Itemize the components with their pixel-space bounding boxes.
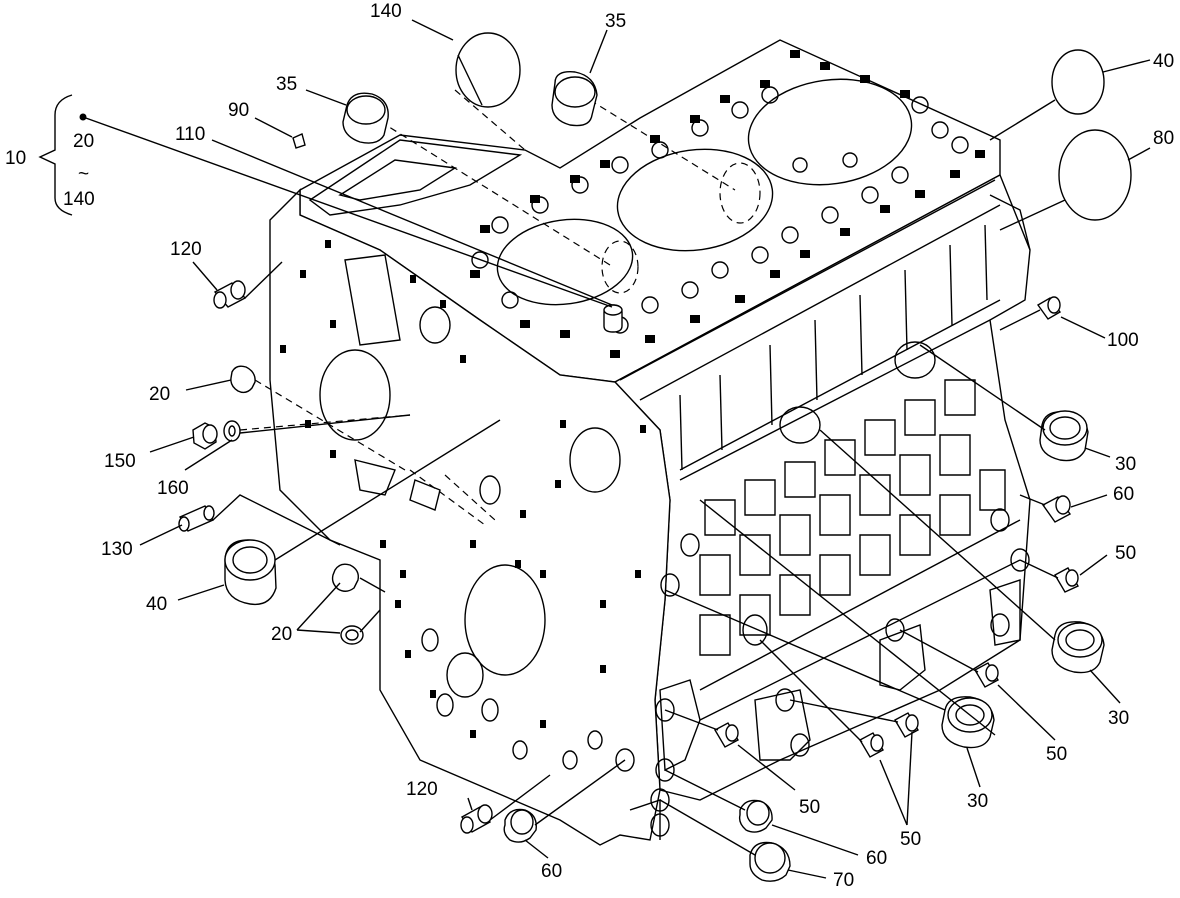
part-80-cover xyxy=(1058,129,1132,221)
part-90-pin xyxy=(292,133,306,149)
part-20-plugs-low xyxy=(331,563,364,645)
part-20-plug-mid xyxy=(230,365,256,394)
part-40-plug-top xyxy=(1051,49,1105,115)
callout-35-left: 35 xyxy=(276,74,297,95)
part-70-plug xyxy=(749,841,791,882)
part-110-dowel xyxy=(603,304,623,333)
deck-holes xyxy=(470,50,985,358)
part-60-plug-low-right xyxy=(738,799,773,833)
callout-60-upper: 60 xyxy=(1113,484,1134,505)
callout-20-mid: 20 xyxy=(149,384,170,405)
dashed-guide-lines xyxy=(239,89,736,526)
callout-110: 110 xyxy=(175,124,205,145)
part-130-pin xyxy=(178,505,215,532)
callout-60-low-right: 60 xyxy=(866,848,887,869)
callout-20-range: 20 xyxy=(73,131,94,152)
crankcase-lattice xyxy=(699,379,1006,656)
crankcase-lower xyxy=(615,341,1030,840)
callout-30-upper: 30 xyxy=(1115,454,1136,475)
callout-160: 160 xyxy=(157,478,189,499)
assembly-axis-lines xyxy=(212,99,1066,856)
callout-140-top: 140 xyxy=(370,1,402,22)
callout-70: 70 xyxy=(833,870,854,891)
callout-50-d: 50 xyxy=(900,829,921,850)
callout-50-c: 50 xyxy=(799,797,820,818)
front-face-openings xyxy=(280,240,646,770)
callout-120-top: 120 xyxy=(170,239,202,260)
part-30-seal-low xyxy=(941,696,995,749)
cylinder-bores xyxy=(496,78,913,306)
leader-lines xyxy=(38,19,1151,879)
part-120-plug-top xyxy=(213,280,247,309)
part-50-plug-c xyxy=(859,712,919,758)
callout-40-low: 40 xyxy=(146,594,167,615)
callout-120-low: 120 xyxy=(406,779,438,800)
callout-30-low: 30 xyxy=(967,791,988,812)
callout-80: 80 xyxy=(1153,128,1174,149)
callout-20-low: 20 xyxy=(271,624,292,645)
callout-50-a: 50 xyxy=(1115,543,1136,564)
front-bracket xyxy=(308,139,523,216)
part-30-seal-mid xyxy=(1051,621,1105,674)
parts xyxy=(79,32,1132,882)
callout-150: 150 xyxy=(104,451,136,472)
part-40-seal-low xyxy=(224,539,277,606)
part-35-plug-left xyxy=(342,92,389,144)
part-160-washer xyxy=(223,420,241,442)
part-30-seal-upper xyxy=(1039,410,1089,462)
callout-60-low-left: 60 xyxy=(541,861,562,882)
part-140-plug-cap xyxy=(455,32,521,108)
part-60-plug-low-left xyxy=(503,808,537,843)
callout-labels: 140 35 35 40 80 90 110 10 20 ~ 140 120 1… xyxy=(5,1,1174,891)
callout-10: 10 xyxy=(5,148,26,169)
part-60-plug-upper xyxy=(1041,495,1072,523)
part-100-pin xyxy=(1036,296,1062,320)
callout-range-tilde: ~ xyxy=(78,164,89,185)
part-120-plug-low xyxy=(460,804,493,834)
callout-90: 90 xyxy=(228,100,249,121)
part-35-plug-top xyxy=(551,71,598,127)
callout-40-top: 40 xyxy=(1153,51,1174,72)
part-50-plug-b xyxy=(974,662,999,688)
callout-100: 100 xyxy=(1107,330,1139,351)
side-ribs xyxy=(679,224,988,471)
part-150-bolt xyxy=(192,422,218,450)
callout-35-top: 35 xyxy=(605,11,626,32)
callout-50-b: 50 xyxy=(1046,744,1067,765)
part-50-plug-a xyxy=(1054,567,1079,593)
callout-140-range: 140 xyxy=(63,189,95,210)
callout-130: 130 xyxy=(101,539,133,560)
part-50-plug-d xyxy=(714,722,739,748)
callout-30-mid: 30 xyxy=(1108,708,1129,729)
